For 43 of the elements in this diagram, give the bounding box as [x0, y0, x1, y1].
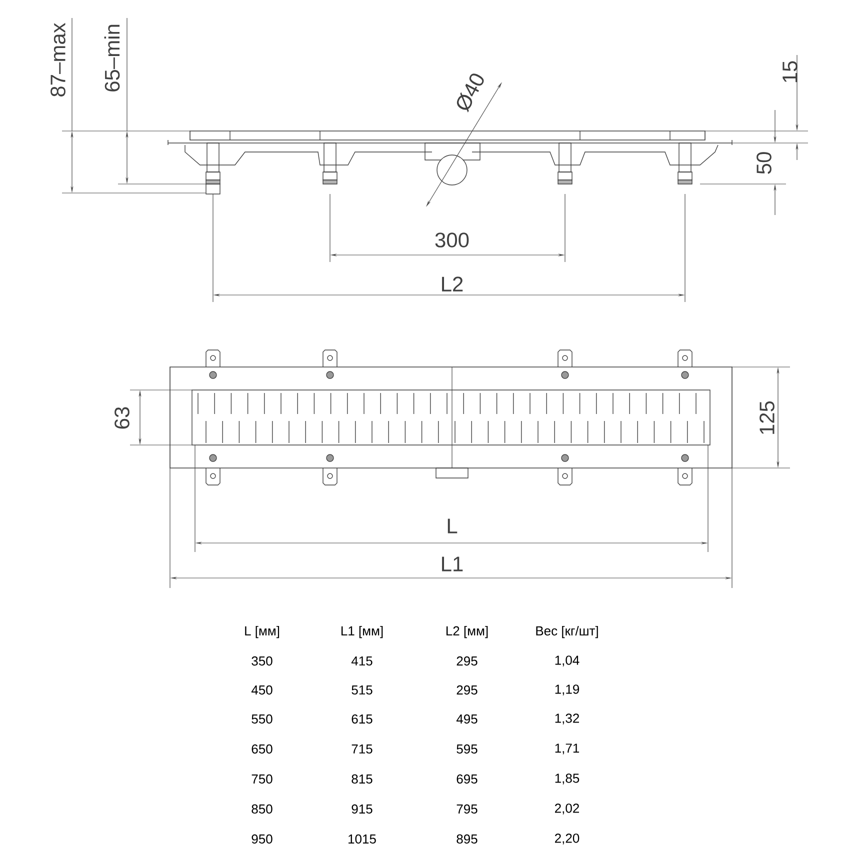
dimension-label: 87–max	[50, 22, 66, 96]
table-cell: 815	[352, 774, 372, 784]
table-cell: 1,85	[555, 774, 580, 784]
dimension-label: L1	[442, 556, 463, 572]
table-cell: 495	[456, 714, 478, 724]
table-cell: 295	[456, 656, 478, 666]
table-cell: 1,32	[555, 714, 579, 724]
dimension-label: 300	[435, 232, 469, 248]
table-cell: 795	[456, 804, 478, 814]
table-cell: 550	[252, 714, 272, 724]
table-cell: 1,04	[555, 656, 580, 666]
table-cell: 615	[352, 714, 372, 724]
table-cell: 1,19	[555, 684, 580, 696]
table-cell: 295	[456, 685, 478, 695]
table-cell: 895	[456, 834, 478, 844]
table-cell: 350	[252, 656, 272, 666]
table-cell: 950	[252, 834, 272, 844]
table-cell: 695	[456, 774, 478, 784]
table-cell: 1015	[348, 834, 376, 844]
dimension-label: 125	[760, 401, 774, 434]
dimension-label: 65–min	[104, 24, 120, 92]
table-cell: 2,20	[555, 834, 580, 844]
table-cell: 450	[251, 685, 272, 695]
dimension-label: 15	[782, 61, 798, 82]
table-cell: 2,02	[555, 804, 579, 814]
table-cell: 850	[252, 804, 272, 814]
dimension-label: L2	[442, 276, 463, 292]
dimension-label: 63	[114, 407, 130, 429]
table-cell: 650	[252, 744, 272, 754]
table-cell: 750	[252, 774, 272, 784]
table-cell: 1,71	[555, 744, 580, 754]
table-header: L [мм]	[245, 626, 280, 638]
table-header: Вес [кг/шт]	[536, 626, 598, 638]
dimension-label: 50	[756, 152, 772, 174]
table-header: L1 [мм]	[341, 626, 383, 638]
dimension-label: L	[448, 518, 458, 534]
table-cell: 415	[351, 656, 372, 666]
table-cell: 915	[352, 804, 372, 814]
dimension-label: Ø40	[456, 74, 484, 113]
table-cell: 715	[352, 744, 372, 754]
table-cell: 515	[352, 685, 372, 695]
table-cell: 595	[456, 744, 478, 754]
table-header: L2 [мм]	[446, 626, 488, 638]
